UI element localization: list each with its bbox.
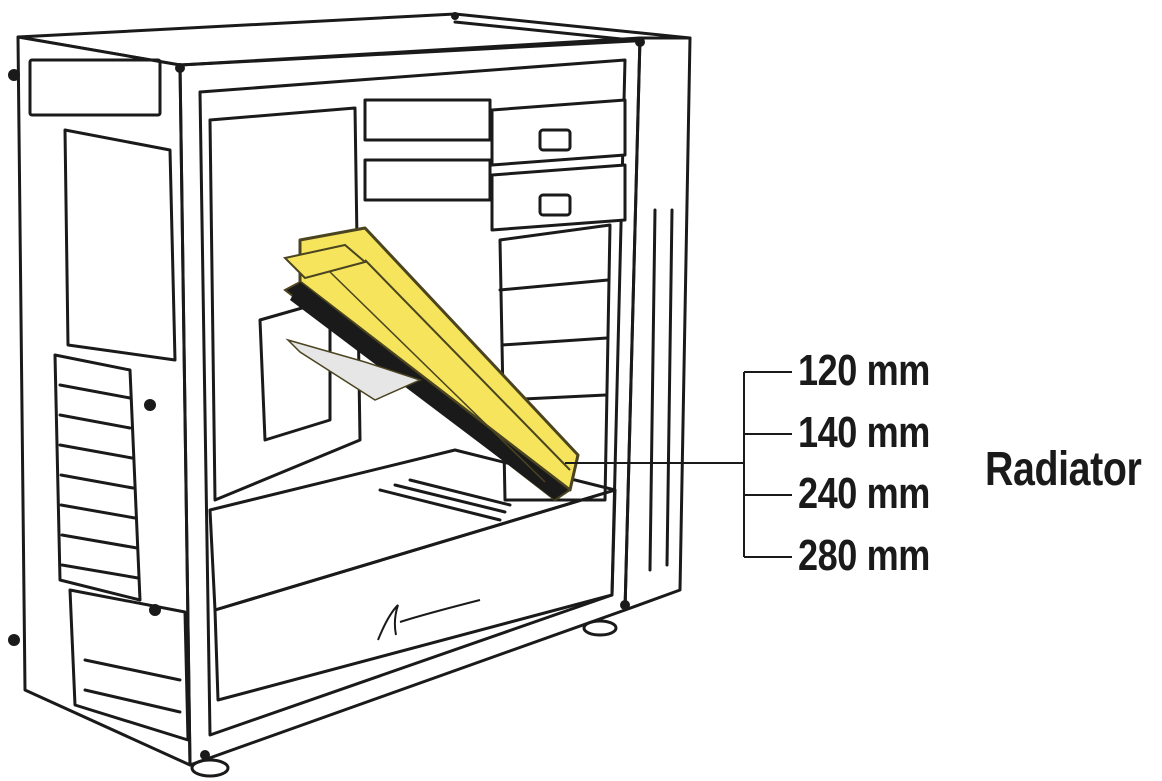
size-label-240: 240 mm — [798, 469, 930, 518]
sharkoon-logo — [377, 599, 481, 641]
case-foot — [190, 758, 230, 778]
screws — [8, 12, 645, 760]
hot-swap-bay-1 — [490, 98, 627, 167]
size-label-120: 120 mm — [798, 346, 930, 395]
case-front-panel — [623, 36, 692, 612]
motherboard-tray — [208, 106, 362, 502]
radiator-label: Radiator — [985, 443, 1142, 496]
rear-fan-mesh — [63, 128, 177, 362]
case-foot — [582, 619, 618, 637]
drive-bay-upper — [363, 98, 492, 142]
top-back-slot — [28, 58, 162, 117]
psu-shroud-front — [213, 488, 617, 702]
psu-cutout — [68, 588, 190, 742]
size-label-280: 280 mm — [798, 531, 930, 580]
size-label-140: 140 mm — [798, 408, 930, 457]
radiator-illustration — [282, 226, 580, 502]
hot-swap-bay-2 — [490, 163, 627, 232]
drive-bay-lower — [363, 158, 492, 202]
